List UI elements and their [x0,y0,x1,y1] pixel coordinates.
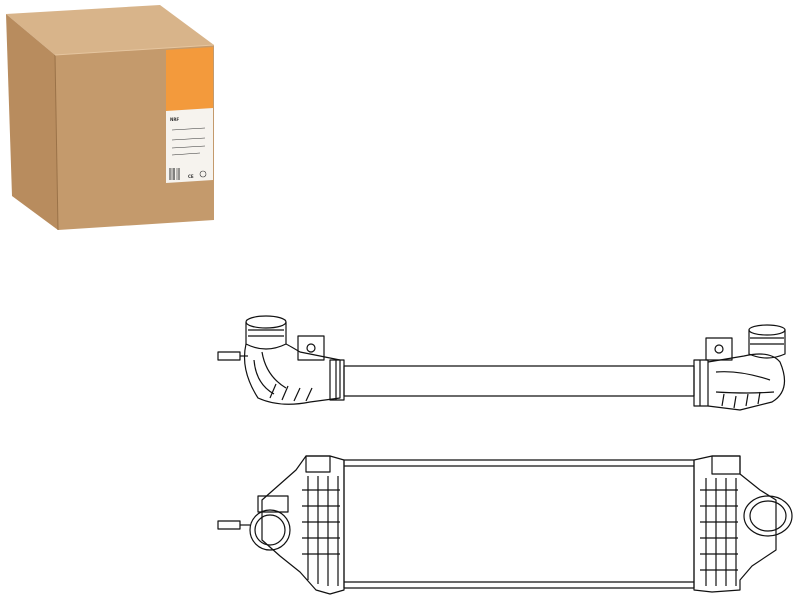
recycle-icon [199,170,207,178]
barcode-icon [169,127,206,180]
intercooler-front-view [217,455,793,595]
box-ce-mark: CE [188,174,194,179]
box-top-face [6,5,214,55]
intercooler-top-view [217,315,786,411]
right-tank-ribs [700,478,738,586]
box-label-white [166,108,213,183]
box-label-orange-band [166,47,213,111]
box-logo-text: NRF [170,117,179,122]
box-front-face [6,14,58,230]
packaging-box: NRF CE [6,5,215,231]
left-tank-ribs [302,476,340,586]
